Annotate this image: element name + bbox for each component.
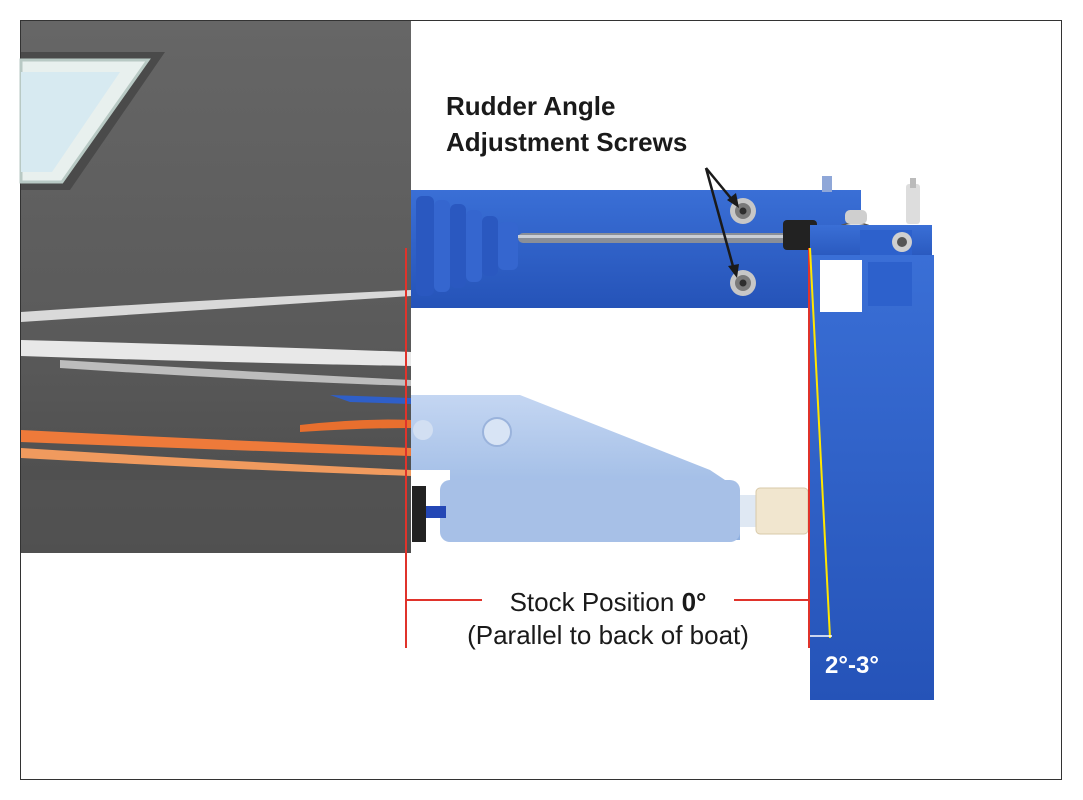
strut-mount bbox=[411, 395, 809, 542]
angle-range-label: 2°-3° bbox=[825, 652, 879, 679]
screws-label-line1: Rudder Angle bbox=[446, 91, 615, 121]
screws-label: Rudder Angle Adjustment Screws bbox=[446, 91, 687, 157]
bellows bbox=[416, 196, 518, 296]
rudder-blade bbox=[810, 225, 934, 700]
boat-hull bbox=[19, 21, 411, 553]
screws-label-line2: Adjustment Screws bbox=[446, 127, 687, 157]
stock-position-label: Stock Position 0° bbox=[510, 587, 707, 617]
angle-indicator bbox=[809, 247, 832, 639]
stock-position-prefix: Stock Position bbox=[510, 587, 682, 617]
reference-lines bbox=[405, 248, 810, 648]
stock-position-value: 0° bbox=[682, 587, 707, 617]
stock-position-note: (Parallel to back of boat) bbox=[467, 620, 749, 650]
callout-arrows bbox=[704, 167, 739, 278]
adjustment-screw-lower bbox=[730, 270, 756, 296]
